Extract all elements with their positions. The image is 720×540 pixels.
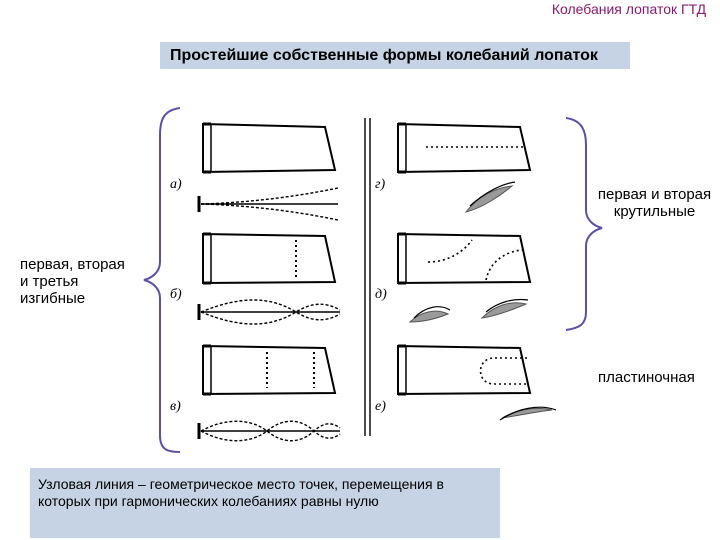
mode-v-blade: [202, 344, 337, 396]
figure-label-g: г): [375, 177, 385, 192]
mode-d-blade: [397, 232, 532, 285]
mode-b-shape: [197, 299, 341, 325]
mode-b-blade: [202, 232, 337, 285]
figure-label-e: е): [375, 399, 386, 414]
mode-v-shape: [197, 420, 341, 442]
figure-label-a: а): [170, 177, 182, 192]
mode-d-sections: [408, 298, 529, 323]
page-title: Простейшие собственные формы колебаний л…: [160, 42, 630, 69]
nodal-line-definition: Узловая линия – геометрическое место точ…: [30, 468, 500, 538]
plate-mode-label: пластиночная: [598, 369, 695, 386]
right-brace: [565, 117, 603, 331]
figure-label-v: в): [170, 399, 181, 414]
mode-a-blade: [202, 122, 337, 174]
mode-g-blade: [397, 122, 532, 174]
torsion-modes-label: первая и вторая крутильные: [597, 186, 712, 220]
mode-g-section: [464, 181, 516, 213]
left-brace: [143, 107, 181, 453]
figure-label-d: д): [375, 287, 387, 302]
mode-a-shape: [197, 187, 339, 221]
bending-modes-label: первая, вторая и третья изгибные: [20, 256, 125, 307]
mode-e-section: [499, 406, 557, 421]
mode-e-blade: [397, 344, 532, 396]
corner-title: Колебания лопаток ГТД: [551, 1, 707, 17]
figure-label-b: б): [170, 287, 182, 302]
